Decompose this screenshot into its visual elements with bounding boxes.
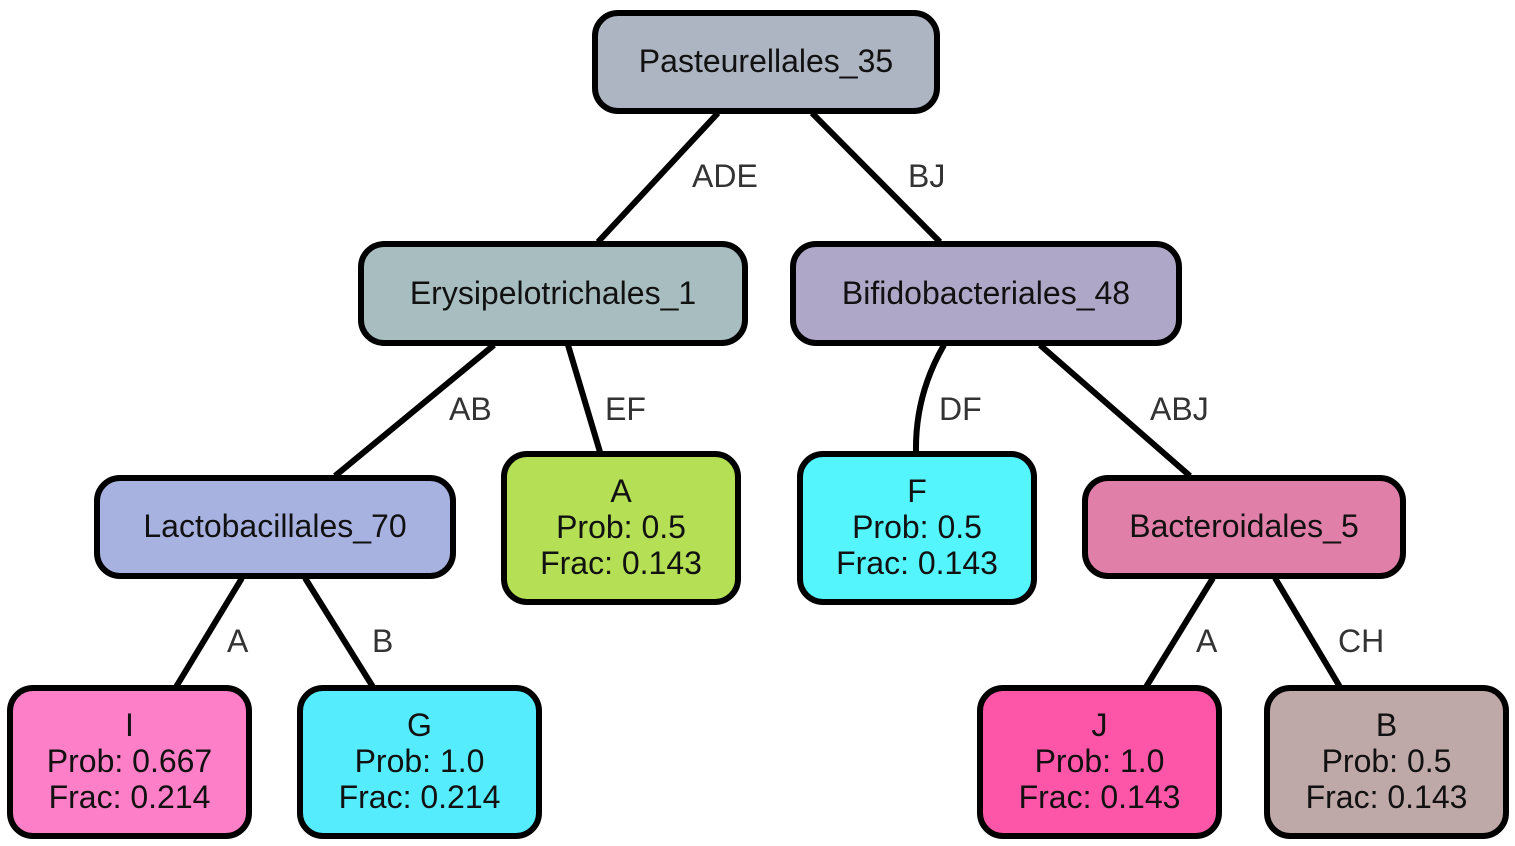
edge-erysipelotrichales-to-lactobacillales bbox=[333, 342, 496, 479]
leaf-prob: Prob: 0.5 bbox=[852, 509, 982, 546]
edge-pasteurellales-to-bifidobacteriales bbox=[809, 110, 943, 245]
leaf-frac: Frac: 0.214 bbox=[338, 778, 501, 815]
leaf-f: F Prob: 0.5 Frac: 0.143 bbox=[797, 451, 1037, 605]
leaf-frac: Frac: 0.143 bbox=[1018, 778, 1181, 815]
leaf-j: J Prob: 1.0 Frac: 0.143 bbox=[977, 685, 1222, 839]
edge-lactobacillales-to-i bbox=[173, 576, 245, 689]
leaf-prob: Prob: 0.5 bbox=[1321, 743, 1452, 780]
leaf-prob: Prob: 0.667 bbox=[46, 743, 213, 780]
leaf-frac: Frac: 0.143 bbox=[836, 544, 998, 581]
edge-label-ab: AB bbox=[449, 391, 492, 427]
edge-label-ef: EF bbox=[605, 391, 646, 427]
node-title: Lactobacillales_70 bbox=[143, 508, 407, 545]
node-pasteurellales-35: Pasteurellales_35 bbox=[592, 10, 940, 114]
edge-erysipelotrichales-to-a bbox=[565, 344, 603, 453]
leaf-frac: Frac: 0.143 bbox=[540, 544, 702, 581]
edge-label-ade: ADE bbox=[692, 158, 758, 194]
edge-label-b-left: B bbox=[372, 623, 393, 659]
node-bifidobacteriales-48: Bifidobacteriales_48 bbox=[790, 241, 1182, 346]
edge-label-bj: BJ bbox=[908, 158, 945, 194]
edge-lactobacillales-to-g bbox=[302, 576, 376, 689]
edge-label-abj: ABJ bbox=[1150, 391, 1209, 427]
leaf-i: I Prob: 0.667 Frac: 0.214 bbox=[7, 685, 252, 839]
edge-bacteroidales-to-b bbox=[1272, 576, 1343, 689]
edge-bifidobacteriales-to-f bbox=[912, 343, 947, 453]
leaf-prob: Prob: 0.5 bbox=[556, 509, 686, 546]
node-title: Bifidobacteriales_48 bbox=[841, 274, 1131, 311]
leaf-label: J bbox=[1091, 707, 1108, 744]
node-title: Pasteurellales_35 bbox=[638, 43, 894, 80]
leaf-g: G Prob: 1.0 Frac: 0.214 bbox=[297, 685, 542, 839]
leaf-frac: Frac: 0.214 bbox=[48, 778, 211, 815]
edge-bifidobacteriales-to-bacteroidales bbox=[1038, 342, 1192, 479]
leaf-label: I bbox=[125, 707, 134, 744]
leaf-prob: Prob: 1.0 bbox=[354, 743, 485, 780]
edge-bacteroidales-to-j bbox=[1143, 576, 1216, 689]
leaf-label: G bbox=[407, 707, 432, 744]
edge-label-a-left: A bbox=[227, 623, 249, 659]
node-title: Erysipelotrichales_1 bbox=[409, 274, 697, 311]
edge-label-df: DF bbox=[939, 391, 982, 427]
node-erysipelotrichales-1: Erysipelotrichales_1 bbox=[358, 241, 748, 346]
leaf-label: A bbox=[610, 473, 632, 510]
leaf-a: A Prob: 0.5 Frac: 0.143 bbox=[501, 451, 741, 605]
leaf-label: B bbox=[1375, 707, 1398, 744]
leaf-prob: Prob: 1.0 bbox=[1034, 743, 1165, 780]
node-title: Bacteroidales_5 bbox=[1129, 508, 1359, 545]
leaf-b: B Prob: 0.5 Frac: 0.143 bbox=[1264, 685, 1509, 839]
leaf-frac: Frac: 0.143 bbox=[1305, 778, 1468, 815]
node-bacteroidales-5: Bacteroidales_5 bbox=[1082, 475, 1406, 579]
edge-label-ch: CH bbox=[1338, 623, 1384, 659]
edge-pasteurellales-to-erysipelotrichales bbox=[595, 110, 721, 245]
edge-label-a-right: A bbox=[1196, 623, 1218, 659]
leaf-label: F bbox=[907, 473, 927, 510]
node-lactobacillales-70: Lactobacillales_70 bbox=[94, 475, 456, 579]
